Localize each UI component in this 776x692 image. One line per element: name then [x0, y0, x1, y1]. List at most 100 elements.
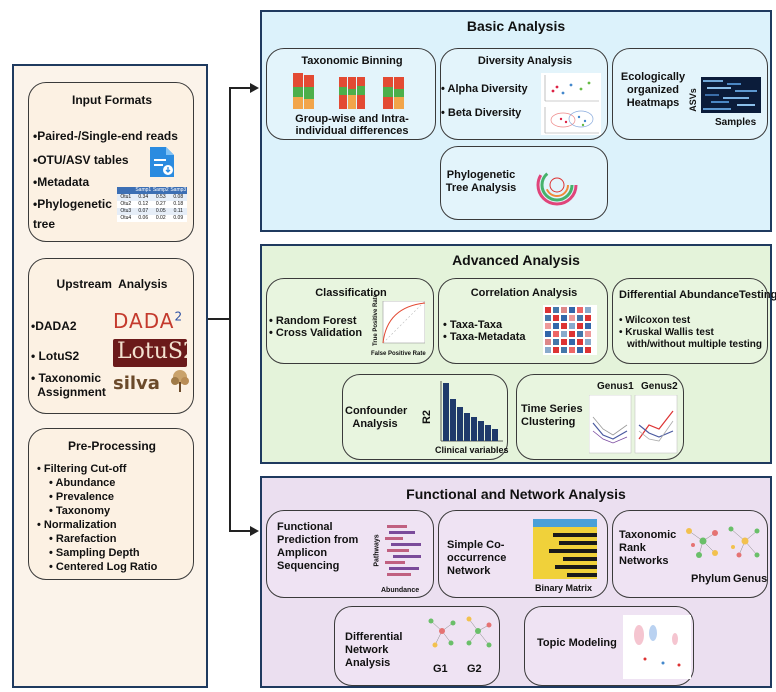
topic-modeling-title: Topic Modeling	[537, 637, 617, 649]
upstream-item: •DADA2	[31, 319, 77, 333]
classification-title: Classification	[315, 287, 387, 299]
diversity-title: Diversity Analysis	[477, 55, 573, 67]
g2-label: G2	[467, 663, 482, 675]
input-item: tree	[33, 217, 56, 231]
classification-box: Classification • Random Forest • Cross V…	[266, 278, 434, 364]
otu-table-row: Otu4 0.06 0.02 0.09	[117, 215, 187, 222]
otu-table-cell: Otu3	[120, 208, 132, 214]
circular-tree-icon	[536, 164, 578, 206]
differential-item: • Kruskal Wallis test	[619, 327, 714, 338]
arrow-head-functional	[250, 526, 259, 536]
otu-table-cell	[117, 187, 135, 194]
correlation-title: Correlation Analysis	[470, 287, 578, 299]
binary-matrix-icon	[533, 519, 597, 579]
input-formats-box: Input Formats •Paired-/Single-end reads …	[28, 82, 194, 242]
otu-table-cell: 0.07	[138, 208, 149, 214]
prep-item: • Sampling Depth	[49, 547, 140, 559]
diversity-analysis-box: Diversity Analysis • Alpha Diversity • B…	[440, 48, 608, 140]
dada-logo-sup: 2	[174, 309, 184, 324]
cooccurrence-box: Simple Co-occurrence Network Binary Matr…	[438, 510, 608, 598]
binary-matrix-caption: Binary Matrix	[535, 583, 593, 593]
correlation-matrix-icon	[543, 305, 597, 355]
preprocessing-box: Pre-Processing • Filtering Cut-off • Abu…	[28, 428, 194, 580]
prep-item: • Prevalence	[49, 491, 115, 503]
prep-item: • Centered Log Ratio	[49, 561, 158, 573]
confounder-xlabel: Clinical variables	[435, 445, 509, 455]
connector-vertical	[229, 87, 231, 531]
taxonomic-binning-box: Taxonomic Binning Group-wise and Intra-i…	[266, 48, 436, 140]
silva-logo: silva	[113, 373, 160, 394]
functional-network-title: Functional and Network Analysis	[406, 486, 626, 502]
input-item: •OTU/ASV tables	[33, 153, 129, 167]
prep-item: • Filtering Cut-off	[37, 463, 127, 475]
differential-title: Differential AbundanceTesting	[619, 289, 776, 301]
phylo-title: Phylogenetic Tree Analysis	[445, 169, 517, 194]
input-item: •Metadata	[33, 175, 90, 189]
pathways-ylabel: Pathways	[373, 534, 381, 567]
heatmaps-box: Ecologically organized Heatmaps ASVs Sam…	[612, 48, 768, 140]
functional-prediction-box: Functional Prediction from Amplicon Sequ…	[266, 510, 434, 598]
taxonomic-binning-title: Taxonomic Binning	[301, 55, 403, 67]
bar-group-2	[339, 77, 365, 109]
basic-analysis-panel: Basic Analysis Taxonomic Binning Group-w…	[260, 10, 772, 232]
prep-item: • Rarefaction	[49, 533, 117, 545]
otu-table-cell: Otu4	[120, 215, 132, 221]
roc-ylabel: True Positive Rate	[373, 293, 379, 347]
diversity-plot-icon	[541, 73, 601, 135]
bar-group-1	[293, 73, 314, 109]
g1-label: G1	[433, 663, 448, 675]
correlation-item: • Taxa-Taxa	[443, 319, 503, 331]
lotus2-logo-text: LotuS2	[117, 339, 187, 364]
phylum-network-icon	[686, 528, 718, 558]
classification-item: • Random Forest	[269, 315, 357, 327]
prep-item: • Taxonomy	[49, 505, 111, 517]
differential-abundance-box: Differential AbundanceTesting • Wilcoxon…	[612, 278, 776, 364]
advanced-analysis-panel: Advanced Analysis Classification • Rando…	[260, 244, 776, 464]
heatmap-xlabel: Samples	[715, 117, 757, 128]
heatmap-icon	[701, 77, 761, 113]
roc-curve-icon	[382, 301, 425, 344]
silva-logo-text: silva	[113, 373, 160, 394]
upstream-item: Assignment	[31, 385, 106, 399]
otu-table-cell: 0.06	[138, 215, 149, 221]
otu-table-cell: Samp2	[152, 187, 169, 193]
correlation-item: • Taxa-Metadata	[443, 331, 526, 343]
genus2-label: Genus2	[641, 381, 678, 392]
heatmap-ylabel: ASVs	[688, 88, 698, 112]
otu-table-cell: 0.05	[155, 208, 166, 214]
preprocessing-title: Pre-Processing	[67, 439, 157, 453]
otu-table-cell: 0.12	[138, 201, 149, 207]
functional-prediction-title: Functional Prediction from Amplicon Sequ…	[277, 521, 359, 572]
roc-xlabel: False Positive Rate	[371, 351, 426, 357]
stacked-bar-chart-icon	[293, 73, 404, 109]
pathway-bar-icon	[385, 525, 421, 576]
differential-network-box: Differential Network Analysis G1 G2	[334, 606, 500, 686]
otu-table-cell: Otu2	[120, 201, 132, 207]
input-formats-title: Input Formats	[72, 93, 152, 107]
time-series-plot	[589, 395, 678, 454]
arrow-line-basic	[229, 87, 251, 89]
otu-table-cell: 0.08	[173, 194, 184, 200]
time-series-box: Time Series Clustering Genus1 Genus2	[516, 374, 684, 460]
otu-table-cell: 0.09	[173, 215, 184, 221]
otu-table-cell: Samp3	[170, 187, 187, 193]
alpha-diversity-item: • Alpha Diversity	[441, 83, 528, 95]
differential-network-title: Differential Network Analysis	[345, 631, 403, 669]
silva-tree-icon	[171, 370, 189, 392]
upstream-analysis-box: Upstream Analysis •DADA2 • LotuS2 • Taxo…	[28, 258, 194, 414]
differential-item: • Wilcoxon test	[619, 315, 691, 326]
confounder-box: Confounder Analysis R2 Clinical variable…	[342, 374, 509, 460]
otu-table-cell: 0.53	[155, 194, 166, 200]
arrow-head-basic	[250, 83, 259, 93]
upstream-title: Upstream Analysis	[56, 277, 168, 291]
correlation-box: Correlation Analysis • Taxa-Taxa • Taxa-…	[438, 278, 608, 364]
genus-network-icon	[728, 526, 760, 558]
topic-model-plot	[623, 615, 691, 679]
classification-item: • Cross Validation	[269, 327, 363, 339]
otu-table-cell: 0.02	[155, 215, 166, 221]
time-series-title: Time Series Clustering	[521, 403, 583, 428]
